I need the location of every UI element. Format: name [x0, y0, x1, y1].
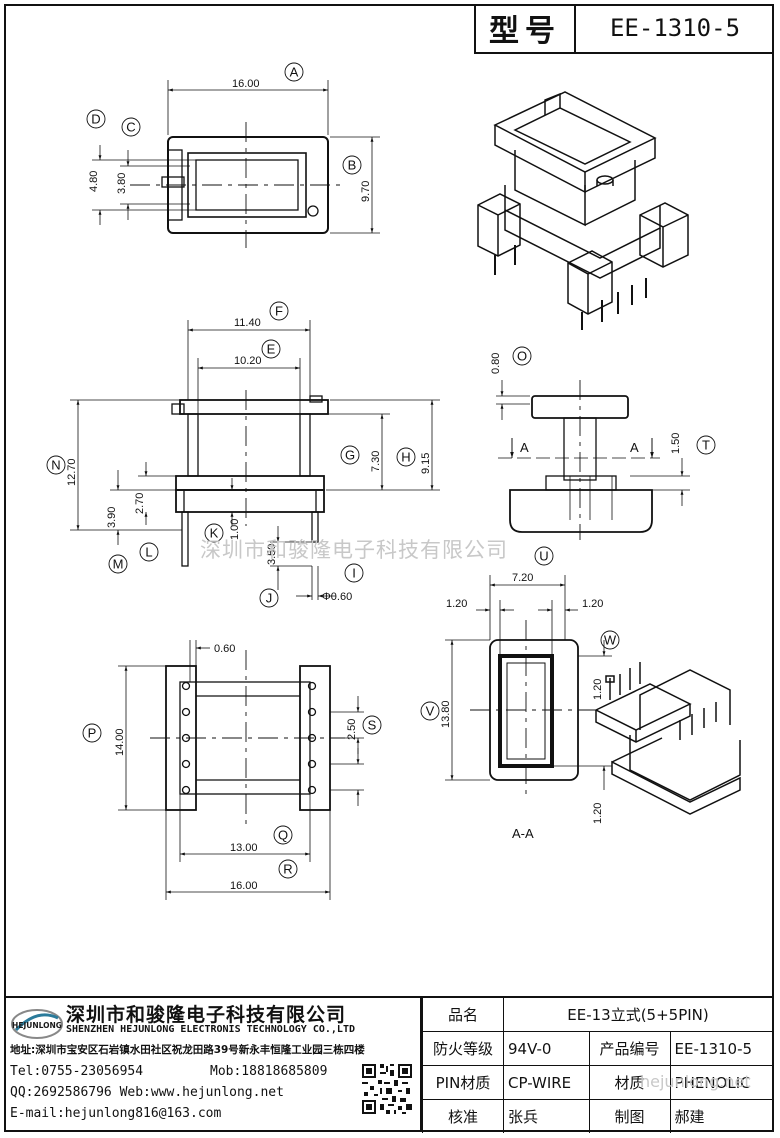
- spec-name-value: EE-13立式(5+5PIN): [503, 998, 772, 1032]
- callout-p: P: [88, 726, 97, 741]
- callout-n: N: [51, 458, 60, 473]
- callout-r: R: [283, 862, 292, 877]
- dim-sec-left: 1.20: [446, 598, 467, 610]
- callout-t: T: [702, 438, 710, 453]
- spec-row: 防火等级 94V-0 产品编号 EE-1310-5: [422, 1031, 772, 1066]
- dim-side-l: 2.70: [134, 493, 146, 514]
- dim-side-m: 3.90: [106, 507, 118, 528]
- dim-top-width: 16.00: [232, 78, 260, 90]
- dim-bot-s: 2.50: [346, 719, 358, 740]
- callout-s: S: [368, 718, 377, 733]
- company-name-en: SHENZHEN HEJUNLONG ELECTRONIS TECHNOLOGY…: [66, 1024, 355, 1035]
- spec-code-value: EE-1310-5: [669, 1031, 772, 1066]
- callout-k: K: [210, 526, 219, 541]
- spec-name-label: 品名: [422, 998, 504, 1032]
- dim-bot-r: 16.00: [230, 880, 258, 892]
- section-mark-left: A: [520, 440, 529, 455]
- spec-fire-label: 防火等级: [422, 1031, 504, 1066]
- contact-tel: Tel:0755-23056954: [10, 1064, 144, 1079]
- section-view-a-a: [445, 575, 612, 800]
- bottom-view: [118, 640, 364, 900]
- spec-fire-value: 94V-0: [503, 1031, 590, 1066]
- dim-sec-u: 7.20: [512, 572, 533, 584]
- spec-row: PIN材质 CP-WIRE 材质 PHENOLIC: [422, 1065, 772, 1100]
- company-address: 地址:深圳市宝安区石岩镇水田社区祝龙田路39号新永丰恒隆工业园三栋四楼: [10, 1044, 365, 1056]
- spec-code-label: 产品编号: [588, 1031, 671, 1066]
- spec-drawn-label: 制图: [588, 1099, 671, 1133]
- callout-o: O: [517, 349, 527, 364]
- spec-material-value: PHENOLIC: [669, 1065, 772, 1100]
- dim-bot-p: 14.00: [114, 728, 126, 756]
- top-view: [92, 80, 380, 248]
- callout-w: W: [604, 633, 617, 648]
- dim-side-f: 11.40: [234, 317, 261, 329]
- qr-code: [360, 1062, 414, 1116]
- spec-row: 品名 EE-13立式(5+5PIN): [422, 998, 772, 1032]
- spec-approve-value: 张兵: [503, 1099, 590, 1133]
- spec-drawn-value: 郝建: [669, 1099, 772, 1133]
- callout-f: F: [275, 304, 283, 319]
- dim-bot-pin: 0.60: [214, 643, 235, 655]
- dim-side-n: 12.70: [66, 458, 78, 486]
- dim-top-d: 4.80: [88, 171, 100, 192]
- callout-m: M: [113, 557, 124, 572]
- contact-qq-web: QQ:2692586796 Web:www.hejunlong.net: [10, 1085, 284, 1100]
- dim-side-k: 1.00: [229, 519, 241, 540]
- callout-h: H: [401, 450, 410, 465]
- dim-side-j: 3.50: [266, 544, 278, 565]
- callout-l: L: [145, 545, 152, 560]
- drawing-frame: [4, 4, 774, 1132]
- callout-u: U: [539, 549, 548, 564]
- callout-e: E: [267, 342, 276, 357]
- callout-circles: [46, 62, 716, 879]
- side-view: [70, 320, 440, 600]
- section-name: A-A: [512, 826, 534, 841]
- dim-top-c: 3.80: [116, 173, 128, 194]
- dim-sec-v: 13.80: [440, 700, 452, 728]
- spec-row: 核准 张兵 制图 郝建: [422, 1099, 772, 1133]
- callout-d: D: [91, 112, 100, 127]
- spec-pin-label: PIN材质: [422, 1065, 504, 1100]
- dim-end-t: 1.50: [670, 433, 682, 454]
- title-block: HEJUNLONG 深圳市和骏隆电子科技有限公司 SHENZHEN HEJUNL…: [4, 996, 774, 1133]
- callout-c: C: [126, 120, 135, 135]
- callout-i: I: [352, 566, 356, 581]
- callout-b: B: [348, 158, 357, 173]
- watermark-company: 深圳市和骏隆电子科技有限公司: [200, 538, 508, 562]
- model-label: 型号: [476, 4, 576, 52]
- contact-mobile: Mob:18818685809: [210, 1064, 328, 1079]
- watermark-site: hejunlong.net: [640, 1072, 751, 1091]
- callout-v: V: [426, 704, 435, 719]
- section-mark-right: A: [630, 440, 639, 455]
- dim-end-o: 0.80: [490, 353, 502, 374]
- isometric-view-bottom: [594, 662, 741, 815]
- dim-sec-bottom: 1.20: [592, 803, 604, 824]
- logo-text: HEJUNLONG: [12, 1021, 62, 1030]
- dim-bot-q: 13.00: [230, 842, 258, 854]
- spec-table: 品名 EE-13立式(5+5PIN) 防火等级 94V-0 产品编号 EE-13…: [422, 998, 772, 1133]
- isometric-view-top: [477, 91, 689, 330]
- technical-drawing: A B C D F E G H N M L K I J O T U V W P …: [46, 62, 741, 900]
- spec-approve-label: 核准: [422, 1099, 504, 1133]
- dim-side-e: 10.20: [234, 355, 262, 367]
- spec-pin-value: CP-WIRE: [503, 1065, 590, 1100]
- callout-a: A: [290, 65, 299, 80]
- callout-q: Q: [278, 828, 288, 843]
- dim-side-h: 9.15: [420, 453, 432, 474]
- dim-sec-right: 1.20: [582, 598, 603, 610]
- callout-j: J: [266, 591, 273, 606]
- model-number: EE-1310-5: [609, 14, 741, 42]
- spec-material-label: 材质: [588, 1065, 671, 1100]
- callout-g: G: [345, 448, 355, 463]
- model-box: 型号 EE-1310-5: [474, 4, 774, 54]
- contact-email: E-mail:hejunlong816@163.com: [10, 1106, 222, 1121]
- end-view: [496, 380, 690, 540]
- company-name-cn: 深圳市和骏隆电子科技有限公司: [66, 1004, 347, 1026]
- dim-side-g: 7.30: [370, 451, 382, 472]
- dim-side-i: Φ0.60: [322, 591, 352, 603]
- dim-top-b: 9.70: [360, 181, 372, 202]
- company-info: HEJUNLONG 深圳市和骏隆电子科技有限公司 SHENZHEN HEJUNL…: [4, 998, 422, 1132]
- company-logo: HEJUNLONG: [11, 1009, 63, 1039]
- dim-sec-w: 1.20: [592, 679, 604, 700]
